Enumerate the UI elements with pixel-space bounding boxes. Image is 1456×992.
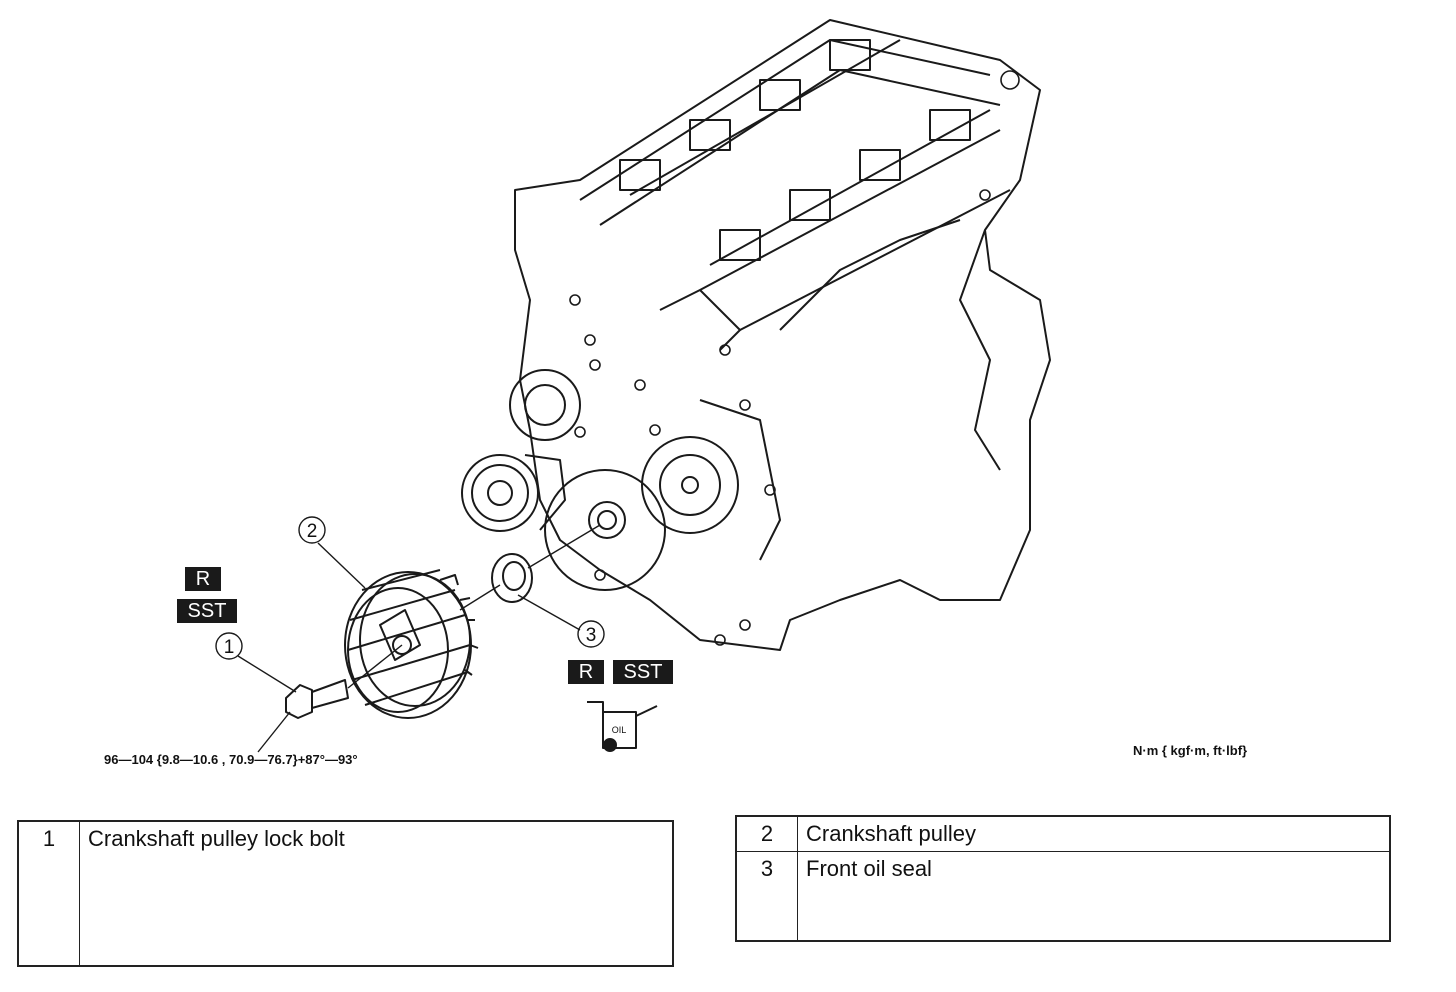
parts-legend-right: 2 Crankshaft pulley 3 Front oil seal xyxy=(735,815,1391,942)
oil-label: OIL xyxy=(612,725,627,735)
table-row: 3 Front oil seal xyxy=(735,851,1391,942)
replace-badge-left: R xyxy=(185,567,221,591)
callout-1-circle xyxy=(215,632,243,660)
front-cover xyxy=(544,469,666,591)
assembly-axis xyxy=(347,524,601,689)
parts-legend-left: 1 Crankshaft pulley lock bolt xyxy=(17,820,674,967)
bolt-holes xyxy=(569,70,1020,646)
oil-can-icon xyxy=(587,701,658,752)
callout-1: 1 xyxy=(224,637,235,658)
callout-2-circle xyxy=(298,516,326,544)
water-pump-pulley xyxy=(641,436,739,534)
replace-badge-right: R xyxy=(568,660,604,684)
table-row: 1 Crankshaft pulley lock bolt xyxy=(17,820,674,967)
callout-2: 2 xyxy=(307,521,318,542)
part-number: 3 xyxy=(735,851,798,942)
crankshaft-pulley-lock-bolt xyxy=(285,679,349,719)
part-name: Crankshaft pulley xyxy=(797,815,1391,852)
part-name: Front oil seal xyxy=(797,851,1391,942)
callout-leaders xyxy=(237,542,581,753)
callout-3: 3 xyxy=(586,625,597,646)
sst-badge-right: SST xyxy=(613,660,673,684)
part-name: Crankshaft pulley lock bolt xyxy=(79,820,674,967)
exploded-view-diagram: 1 2 3 OIL xyxy=(215,19,1051,753)
crankshaft-pulley xyxy=(344,569,479,719)
torque-spec: 96—104 {9.8—10.6 , 70.9—76.7}+87°—93° xyxy=(104,752,358,767)
table-row: 2 Crankshaft pulley xyxy=(735,815,1391,852)
front-oil-seal xyxy=(491,553,533,603)
sst-badge-left: SST xyxy=(177,599,237,623)
callout-3-circle xyxy=(577,620,605,648)
part-number: 2 xyxy=(735,815,798,852)
tensioner-pulley xyxy=(461,454,566,532)
camshaft-caps xyxy=(619,39,991,266)
torque-units: N·m { kgf·m, ft·lbf} xyxy=(1133,743,1248,758)
idler-pulley xyxy=(509,369,581,441)
part-number: 1 xyxy=(17,820,80,967)
